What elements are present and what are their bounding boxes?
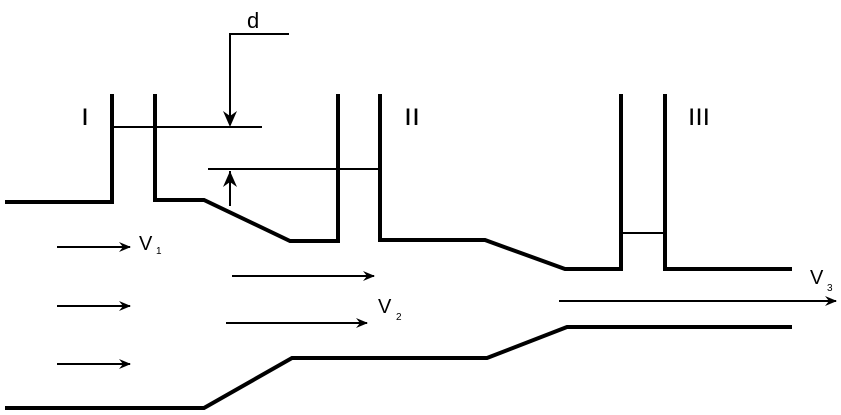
dimension-label: d xyxy=(247,8,259,33)
upper-pipe-wall xyxy=(5,94,114,204)
dimension-arrow-down-icon xyxy=(223,111,237,127)
dimension-leader xyxy=(229,33,289,125)
velocity-1-subscript: 1 xyxy=(156,246,162,257)
upper-pipe-wall-right xyxy=(378,94,623,271)
velocity-3-label: V xyxy=(810,267,824,289)
tube-1-label: I xyxy=(81,104,89,131)
velocity-3-subscript: 3 xyxy=(827,283,833,294)
tube-3-label: III xyxy=(688,104,710,131)
velocity-2-label: V xyxy=(378,296,392,318)
upper-pipe-wall-end xyxy=(663,94,792,271)
upper-pipe-wall-mid xyxy=(153,94,340,243)
tube-2-label: II xyxy=(404,104,420,131)
lower-pipe-wall xyxy=(5,325,792,410)
dimension-arrow-up-icon xyxy=(223,171,237,187)
velocity-2-subscript: 2 xyxy=(396,312,402,323)
velocity-1-label: V xyxy=(139,233,153,255)
